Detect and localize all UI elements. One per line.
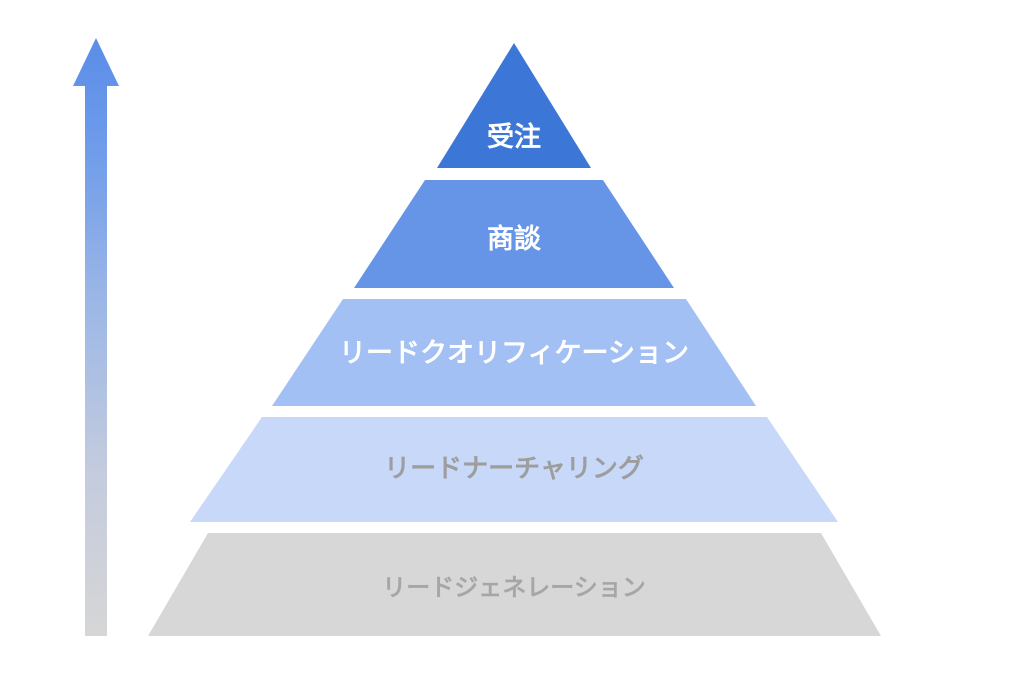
tier-4-shape[interactable] xyxy=(190,417,838,522)
tier-4-label: リードナーチャリング xyxy=(384,453,644,483)
tier-5-label: リードジェネレーション xyxy=(382,574,646,601)
tier-1-shape[interactable] xyxy=(437,43,591,168)
tier-2-label: 商談 xyxy=(487,223,542,254)
pyramid-tier-4[interactable]: リードナーチャリング xyxy=(190,417,838,522)
tier-3-shape[interactable] xyxy=(272,299,756,406)
tier-3-label: リードクオリフィケーション xyxy=(339,338,689,368)
upward-arrow-icon xyxy=(73,38,119,636)
arrow-shape xyxy=(73,38,119,636)
tier-1-label: 受注 xyxy=(487,121,541,152)
pyramid-tier-2[interactable]: 商談 xyxy=(354,180,674,288)
pyramid-tier-5[interactable]: リードジェネレーション xyxy=(148,533,881,636)
pyramid-tier-3[interactable]: リードクオリフィケーション xyxy=(272,299,756,406)
tier-2-shape[interactable] xyxy=(354,180,674,288)
pyramid-tier-1[interactable]: 受注 xyxy=(437,43,591,168)
tier-5-shape[interactable] xyxy=(148,533,881,636)
